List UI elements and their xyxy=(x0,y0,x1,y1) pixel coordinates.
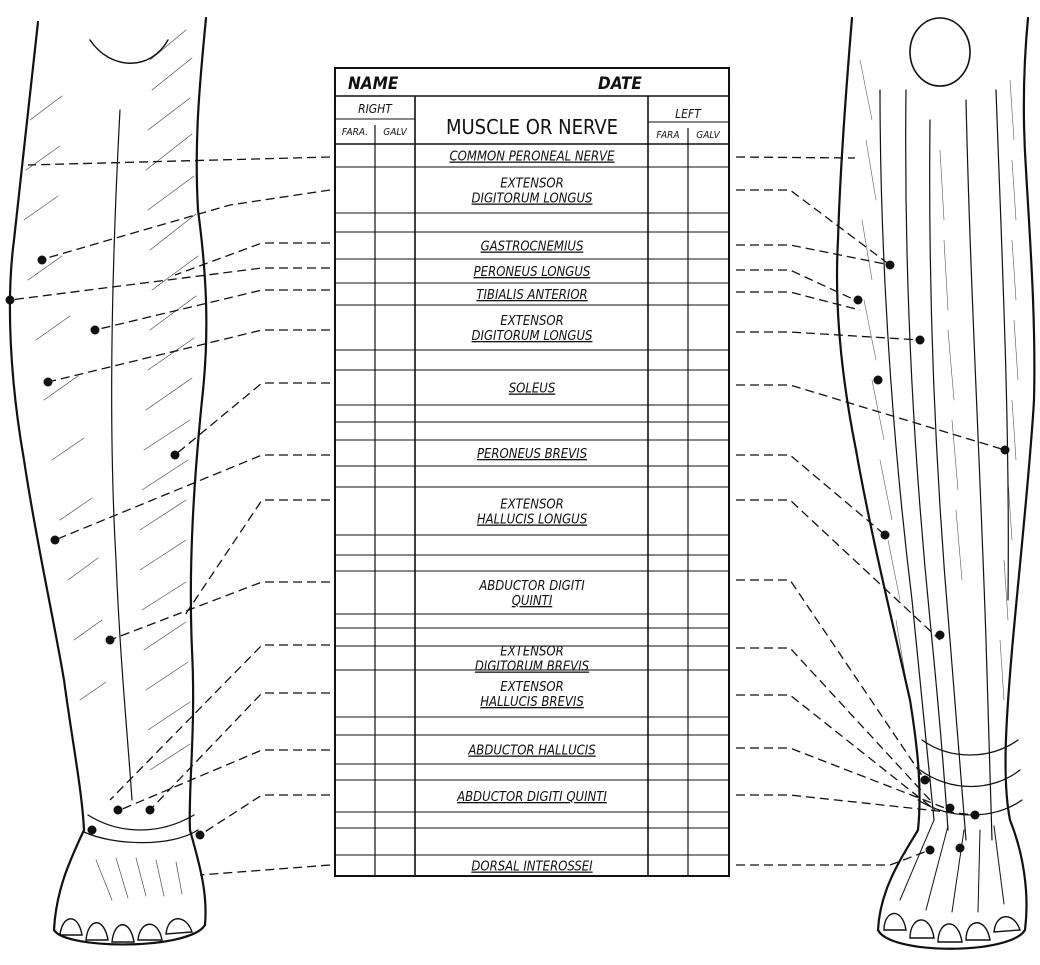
muscle-row-label: DIGITORUM BREVIS xyxy=(475,660,590,675)
motor-point-dot xyxy=(926,846,935,855)
motor-point-dot xyxy=(916,336,925,345)
galv-header-left: GALV xyxy=(696,130,720,141)
muscle-row-label: EXTENSOR xyxy=(500,680,563,695)
leader-line xyxy=(120,750,330,810)
motor-point-dot xyxy=(6,296,15,305)
leader-line xyxy=(736,157,855,158)
motor-point-dot xyxy=(106,636,115,645)
muscle-row-label: EXTENSOR xyxy=(500,177,563,192)
leader-line xyxy=(200,795,330,835)
left-header: LEFT xyxy=(675,107,702,121)
galv-header-right: GALV xyxy=(383,127,407,138)
leader-line xyxy=(736,500,940,640)
leader-line xyxy=(736,455,885,535)
motor-point-dot xyxy=(881,531,890,540)
muscle-row-label: DORSAL INTEROSSEI xyxy=(471,860,593,875)
leader-line xyxy=(10,268,330,300)
motor-point-dot xyxy=(114,806,123,815)
muscle-row-label: EXTENSOR xyxy=(500,498,563,513)
left-leg-illustration xyxy=(10,18,206,944)
motor-point-dot xyxy=(51,536,60,545)
muscle-row-label: PERONEUS BREVIS xyxy=(477,447,588,462)
muscle-row-label: DIGITORUM LONGUS xyxy=(472,192,593,207)
motor-point-dot xyxy=(971,811,980,820)
leader-line xyxy=(28,157,330,165)
muscle-row-label: EXTENSOR xyxy=(500,314,563,329)
muscle-row-label: ABDUCTOR DIGITI xyxy=(478,579,585,594)
name-label: NAME xyxy=(348,74,399,94)
date-label: DATE xyxy=(598,74,642,94)
motor-point-dot xyxy=(38,256,47,265)
muscle-row-label: EXTENSOR xyxy=(500,645,563,660)
motor-point-dot xyxy=(854,296,863,305)
motor-point-dot xyxy=(1001,446,1010,455)
muscle-row-label: QUINTI xyxy=(512,594,553,609)
leader-line xyxy=(175,243,330,275)
motor-point-dot xyxy=(874,376,883,385)
motor-point-dot xyxy=(146,806,155,815)
leader-line xyxy=(736,795,975,815)
muscle-nerve-form: NAME DATE RIGHT LEFT FARA. GALV FARA GAL… xyxy=(335,68,729,876)
motor-point-dot xyxy=(921,776,930,785)
leader-line xyxy=(48,330,330,382)
muscle-row-label: DIGITORUM LONGUS xyxy=(472,329,593,344)
leader-line xyxy=(200,865,330,875)
motor-point-dot xyxy=(886,261,895,270)
leader-line xyxy=(736,695,935,810)
motor-point-dot xyxy=(91,326,100,335)
leader-line xyxy=(95,290,330,330)
right-leg-illustration xyxy=(837,18,1034,949)
leader-line xyxy=(736,190,890,265)
muscle-row-label: TIBIALIS ANTERIOR xyxy=(476,288,587,303)
leader-line xyxy=(736,385,1005,450)
leader-line xyxy=(110,645,330,800)
muscle-row-label: HALLUCIS LONGUS xyxy=(477,513,588,528)
motor-point-dot xyxy=(936,631,945,640)
leader-line xyxy=(185,500,330,615)
motor-point-dot xyxy=(171,451,180,460)
motor-point-dot xyxy=(946,804,955,813)
fara-header-left: FARA xyxy=(656,130,679,141)
motor-point-dot xyxy=(196,831,205,840)
muscle-row-label: ABDUCTOR DIGITI QUINTI xyxy=(456,790,607,805)
leader-line xyxy=(736,580,925,780)
muscle-row-label: HALLUCIS BREVIS xyxy=(480,695,584,710)
leader-line xyxy=(110,582,330,640)
muscle-row-label: COMMON PERONEAL NERVE xyxy=(449,150,615,165)
leader-line xyxy=(736,332,920,340)
muscle-row-label: SOLEUS xyxy=(509,382,556,397)
leader-line xyxy=(736,648,930,800)
column-title: MUSCLE OR NERVE xyxy=(446,115,618,139)
leader-line xyxy=(40,190,330,260)
right-header: RIGHT xyxy=(358,102,393,116)
muscle-row-label: ABDUCTOR HALLUCIS xyxy=(467,744,596,759)
muscle-row-label: PERONEUS LONGUS xyxy=(474,265,591,280)
motor-point-dot xyxy=(88,826,97,835)
fara-header-right: FARA. xyxy=(342,127,368,138)
motor-point-dot xyxy=(956,844,965,853)
motor-point-dot xyxy=(44,378,53,387)
muscle-row-label: GASTROCNEMIUS xyxy=(481,240,584,255)
leader-line xyxy=(736,292,860,310)
